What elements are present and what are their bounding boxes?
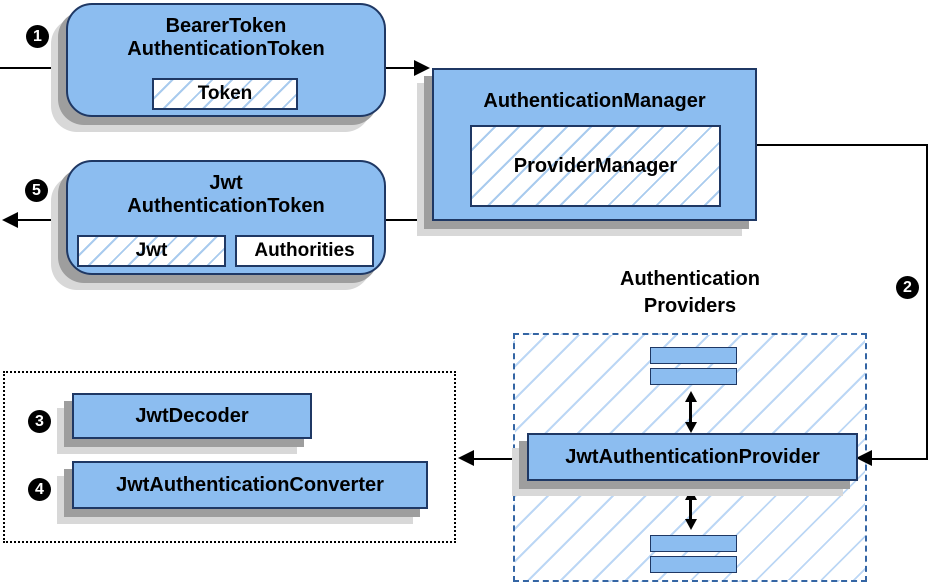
jwt-authentication-converter-node: JwtAuthenticationConverter (72, 461, 428, 509)
provider-placeholder-bar (650, 347, 737, 364)
arrowhead-right-icon (414, 60, 430, 76)
connector-manager-to-jwt-token (386, 219, 432, 221)
arrowhead-left-icon (856, 450, 872, 466)
connector-jwt-token-out (18, 219, 66, 221)
provider-placeholder-bar (650, 535, 737, 552)
connector-provider-to-tools (474, 458, 513, 460)
providers-heading-line1: Authentication (620, 268, 760, 290)
jwt-token-title-line1: Jwt (209, 172, 243, 194)
step-1-badge: 1 (26, 25, 49, 48)
jwt-authentication-provider-node: JwtAuthenticationProvider (527, 433, 858, 481)
connector-manager-to-provider-v (926, 144, 928, 460)
step-3-badge: 3 (28, 410, 51, 433)
bearer-token-title-line2: AuthenticationToken (127, 38, 325, 60)
connector-token-to-manager (386, 67, 414, 69)
connector-manager-to-provider-h2 (872, 458, 926, 460)
token-field: Token (152, 78, 298, 110)
authorities-field: Authorities (235, 235, 374, 267)
authentication-manager-title: AuthenticationManager (483, 90, 706, 112)
jwt-decoder-node: JwtDecoder (72, 393, 312, 439)
provider-placeholder-bar (650, 556, 737, 573)
jwt-token-title-line2: AuthenticationToken (127, 195, 325, 217)
provider-manager-node: ProviderManager (470, 125, 721, 207)
connector-manager-to-provider-h1 (755, 144, 928, 146)
provider-placeholder-bar (650, 368, 737, 385)
connector-request-in (0, 67, 66, 69)
arrowhead-left-icon (2, 212, 18, 228)
providers-heading-line2: Providers (643, 295, 737, 317)
bearer-token-title-line1: BearerToken (165, 15, 287, 37)
step-5-badge: 5 (25, 179, 48, 202)
arrowhead-left-icon (458, 450, 474, 466)
step-4-badge: 4 (28, 478, 51, 501)
authentication-providers-heading: Authentication Providers (565, 266, 815, 320)
step-2-badge: 2 (896, 276, 919, 299)
jwt-field: Jwt (77, 235, 226, 267)
